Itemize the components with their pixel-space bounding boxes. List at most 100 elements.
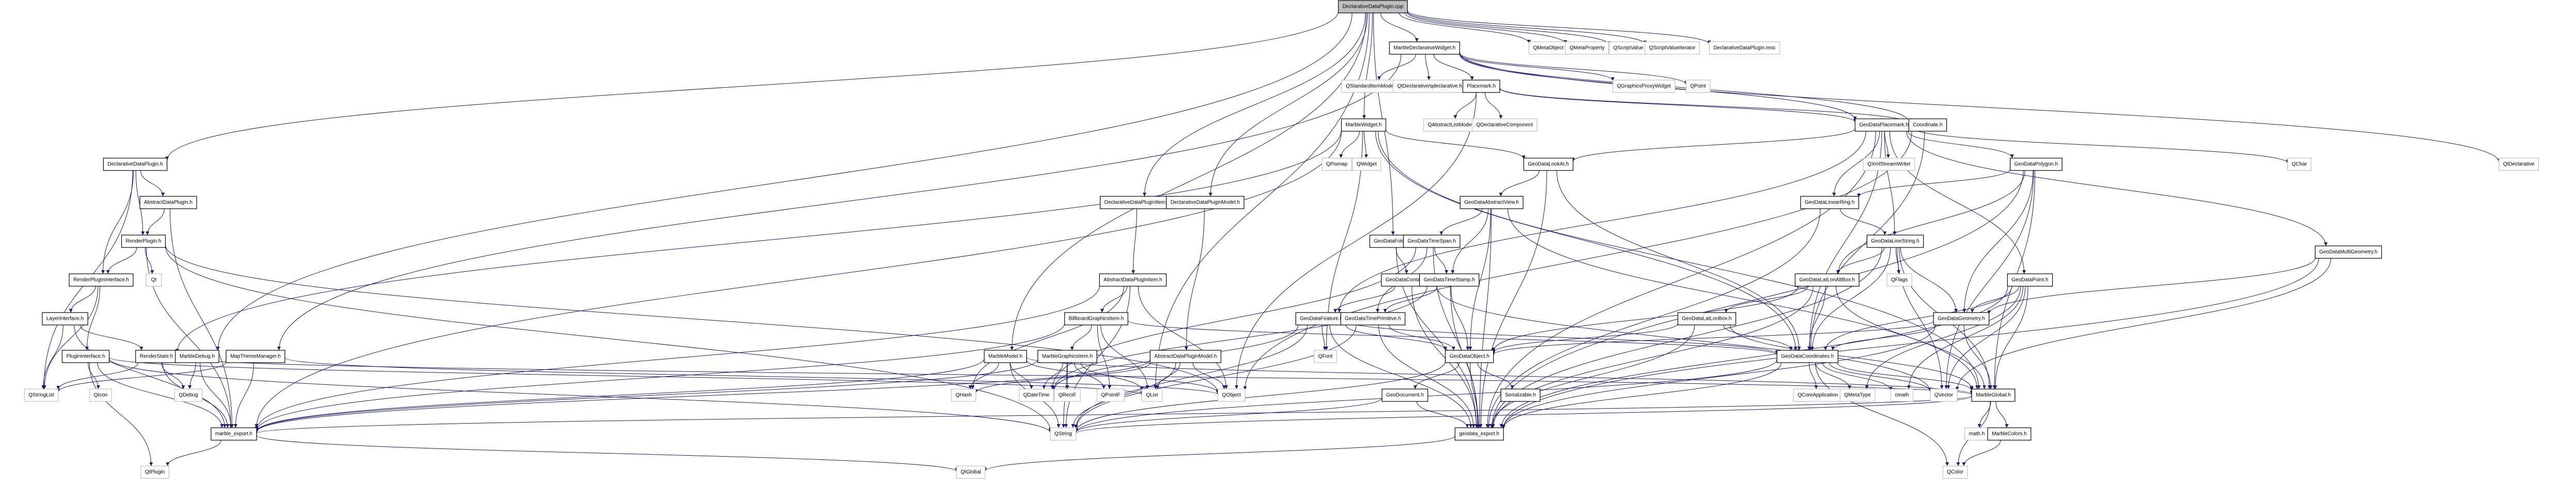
node-marble-declarative-widget[interactable]: MarbleDeclarativeWidget.h — [1389, 41, 1460, 55]
node-geo-data-lat-lon-alt-box[interactable]: GeoDataLatLonAltBox.h — [1795, 273, 1860, 287]
node-geo-data-placemark[interactable]: GeoDataPlacemark.h — [1854, 118, 1913, 132]
node-abstract-data-plugin[interactable]: AbstractDataPlugin.h — [139, 196, 197, 209]
edge-root-to-MarbleDeclarativeWidget — [1380, 12, 1419, 42]
node-geo-data-time-stamp[interactable]: GeoDataTimeStamp.h — [1419, 273, 1480, 287]
node-label: Qt — [151, 277, 157, 283]
node-label: math.h — [1969, 431, 1985, 437]
node-qvector: QVector — [1930, 388, 1958, 402]
node-label: Placemark.h — [1467, 84, 1496, 89]
edge-GeoDataAbstractView-to-GeoDataObject — [1468, 208, 1491, 351]
edge-MarbleGraphicsItem-to-QList — [1080, 362, 1144, 391]
node-serializable[interactable]: Serializable.h — [1500, 388, 1541, 402]
node-label: GeoDataAbstractView.h — [1464, 200, 1519, 206]
edge-GeoDataGeometry-to-geodata_export — [1501, 324, 1936, 428]
node-box — [89, 388, 112, 402]
node-geo-data-time-primitive[interactable]: GeoDataTimePrimitive.h — [1340, 312, 1405, 325]
node-declarative-data-plugin-h[interactable]: DeclarativeDataPlugin.h — [103, 158, 168, 171]
node-marble-model[interactable]: MarbleModel.h — [984, 350, 1027, 363]
node-box — [1218, 388, 1245, 402]
node-abstract-data-plugin-item[interactable]: AbstractDataPluginItem.h — [1099, 273, 1167, 287]
node-qcore-application: QCoreApplication — [1793, 388, 1843, 402]
node-geo-data-lat-lon-box[interactable]: GeoDataLatLonBox.h — [1677, 312, 1736, 325]
node-qt-plugin: QtPlugin — [140, 465, 169, 479]
node-geo-data-feature[interactable]: GeoDataFeature.h — [1295, 312, 1348, 325]
node-label: GeoDataLatLonAltBox.h — [1799, 277, 1855, 283]
node-marble-debug[interactable]: MarbleDebug.h — [175, 350, 219, 363]
node-geo-data-line-string[interactable]: GeoDataLineString.h — [1866, 235, 1924, 248]
node-marble-graphics-item[interactable]: MarbleGraphicsItem.h — [1037, 350, 1097, 363]
node-root[interactable]: DeclarativeDataPlugin.cpp — [1338, 0, 1408, 13]
edge-RenderPlugin-to-Qt — [145, 247, 154, 274]
node-label: MarbleDebug.h — [180, 354, 215, 360]
edge-GeoDataLatLonAltBox-to-MarbleGlobal — [1835, 286, 1987, 390]
node-label: GeoDataCoordinates.h — [1781, 354, 1834, 360]
node-layer-interface[interactable]: LayerInterface.h — [42, 312, 88, 325]
node-box — [69, 273, 134, 287]
edge-GeoDataLatLonBox-to-GeoDataCoordinates — [1723, 324, 1793, 351]
edge-GeoDocument-to-QString — [1074, 397, 1383, 433]
node-qmeta-type: QMetaType — [1839, 388, 1876, 402]
node-moc: DeclarativeDataPlugin.moc — [1709, 41, 1780, 55]
node-label: Coordinate.h — [1913, 122, 1942, 128]
node-placemark[interactable]: Placemark.h — [1462, 80, 1500, 93]
edge-GeoDataCoordinates-to-QMetaType — [1815, 362, 1851, 390]
node-geo-data-point[interactable]: GeoDataPoint.h — [2007, 273, 2053, 287]
node-plugin-interface[interactable]: PluginInterface.h — [61, 350, 110, 363]
edge-GeoDataLineString-to-GeoDataLatLonAltBox — [1836, 247, 1885, 274]
node-geo-data-time-span[interactable]: GeoDataTimeSpan.h — [1403, 235, 1461, 248]
node-marble_export[interactable]: marble_export.h — [211, 427, 257, 441]
edge-DeclarativeDataPluginH-to-RenderPluginInterface — [101, 170, 134, 274]
node-marble-global[interactable]: MarbleGlobal.h — [1971, 388, 2015, 402]
node-render-plugin[interactable]: RenderPlugin.h — [121, 235, 166, 248]
node-declarative-data-plugin-item[interactable]: DeclarativeDataPluginItem.h — [1100, 196, 1174, 209]
edge-MarbleGraphicsItem-to-QSizeF — [1042, 362, 1063, 390]
node-geo-data-object[interactable]: GeoDataObject.h — [1445, 350, 1494, 363]
edge-MarbleGlobal-to-mathh — [1977, 401, 1991, 428]
node-box — [1064, 312, 1128, 325]
node-box — [1971, 388, 2015, 402]
node-box — [1445, 350, 1494, 363]
edge-GeoDataPlacemark-to-GeoDataMultiGeometry — [1906, 131, 2328, 246]
edge-GeoDataPolygon-to-QVector — [1944, 170, 2034, 390]
node-label: QtPlugin — [145, 470, 165, 475]
edge-GeoDataPlacemark-to-GeoDataPoint — [1889, 131, 2026, 274]
edge-MarbleModel-to-marble_export — [254, 359, 985, 432]
node-billboard-graphics-item[interactable]: BillboardGraphicsItem.h — [1064, 312, 1128, 325]
node-geo-data-linear-ring[interactable]: GeoDataLinearRing.h — [1800, 196, 1859, 209]
edge-MarbleWidget-to-GeoDataLookAt — [1385, 129, 1526, 160]
node-box — [1341, 80, 1400, 93]
node-label: QRectF — [1059, 393, 1076, 398]
edge-MarbleWidget-to-marble_export — [254, 131, 1342, 428]
node-box — [1099, 273, 1167, 287]
node-render-plugin-interface[interactable]: RenderPluginInterface.h — [69, 273, 134, 287]
node-box — [1644, 41, 1700, 55]
node-geo-data-geometry[interactable]: GeoDataGeometry.h — [1933, 312, 1990, 325]
node-abstract-data-plugin-model[interactable]: AbstractDataPluginModel.h — [1149, 350, 1222, 363]
node-geo-document[interactable]: GeoDocument.h — [1381, 388, 1429, 402]
node-qscript-value-iterator: QScriptValueIterator — [1644, 41, 1700, 55]
node-render-state[interactable]: RenderState.h — [135, 350, 178, 363]
edge-GeoDataLookAt-to-GeoDataCoordinates — [1556, 170, 1801, 351]
edge-MarbleDeclarativeWidget-to-Coordinate — [1459, 53, 1911, 122]
edge-GeoDataPoint-to-MarbleGlobal — [1993, 286, 2028, 390]
node-marble-widget[interactable]: MarbleWidget.h — [1341, 118, 1386, 132]
node-map-theme-manager[interactable]: MapThemeManager.h — [226, 350, 285, 363]
node-label: QXmlStreamWriter — [1867, 162, 1911, 167]
node-qdeclarative-component: QDeclarativeComponent — [1471, 118, 1538, 132]
node-marble-colors[interactable]: MarbleColors.h — [1987, 427, 2031, 441]
edge-GeoDataCoordinates-to-QColor — [1815, 362, 1949, 467]
node-geo-data-coordinates[interactable]: GeoDataCoordinates.h — [1777, 350, 1838, 363]
node-coordinate[interactable]: Coordinate.h — [1908, 118, 1947, 132]
edge-GeoDataLatLonAltBox-to-GeoDataCoordinates — [1807, 286, 1826, 351]
edge-PluginInterface-to-marble_export — [97, 362, 224, 428]
node-box — [1777, 350, 1838, 363]
node-geo-data-polygon[interactable]: GeoDataPolygon.h — [2010, 158, 2062, 171]
node-label: QMetaObject — [1533, 45, 1564, 51]
node-geodata_export[interactable]: geodata_export.h — [1454, 427, 1504, 441]
node-geo-data-multi-geometry[interactable]: GeoDataMultiGeometry.h — [2315, 245, 2382, 259]
node-box — [1054, 388, 1081, 402]
edge-GeoDataMultiGeometry-to-geodata_export — [1501, 258, 2319, 429]
node-declarative-data-plugin-model[interactable]: DeclarativeDataPluginModel.h — [1166, 196, 1244, 209]
node-geo-data-look-at[interactable]: GeoDataLookAt.h — [1523, 158, 1574, 171]
node-geo-data-abstract-view[interactable]: GeoDataAbstractView.h — [1460, 196, 1524, 209]
